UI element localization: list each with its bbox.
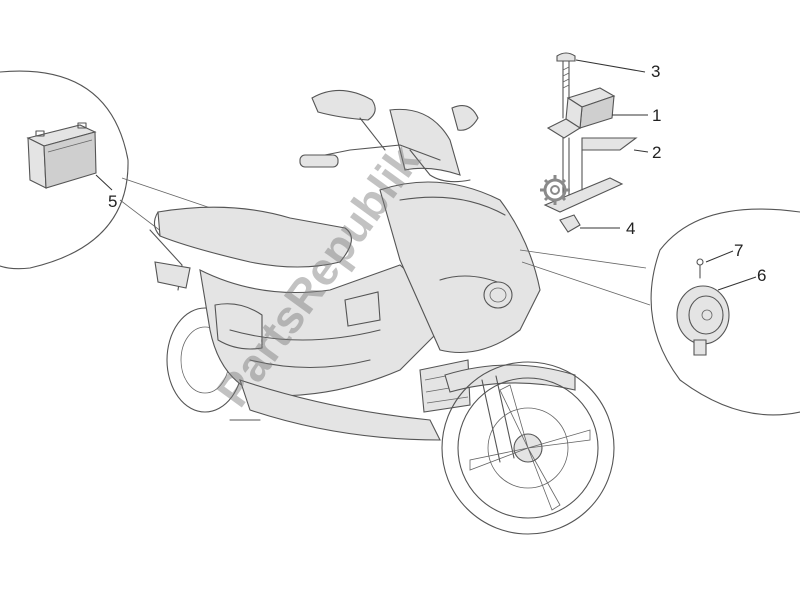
callout-3: 3 — [651, 62, 660, 81]
horn-screw-part[interactable] — [696, 258, 704, 279]
callout-1: 1 — [652, 106, 661, 125]
callout-7: 7 — [734, 241, 743, 260]
horn-part[interactable] — [676, 285, 730, 356]
horn-detail-inset: 6 7 — [519, 208, 800, 416]
callout-5: 5 — [108, 192, 117, 211]
relay-assembly: 3 1 2 4 — [543, 52, 661, 238]
callout-2: 2 — [652, 143, 661, 162]
battery-part[interactable] — [26, 122, 97, 189]
relay-part[interactable] — [546, 87, 616, 139]
callout-4: 4 — [626, 219, 635, 238]
callout-6: 6 — [757, 266, 766, 285]
battery-detail-inset: 5 — [0, 70, 253, 270]
bracket-part[interactable] — [543, 137, 638, 213]
gear-icon — [540, 175, 570, 205]
scooter-outline — [149, 89, 615, 535]
nut-part[interactable] — [559, 214, 581, 233]
